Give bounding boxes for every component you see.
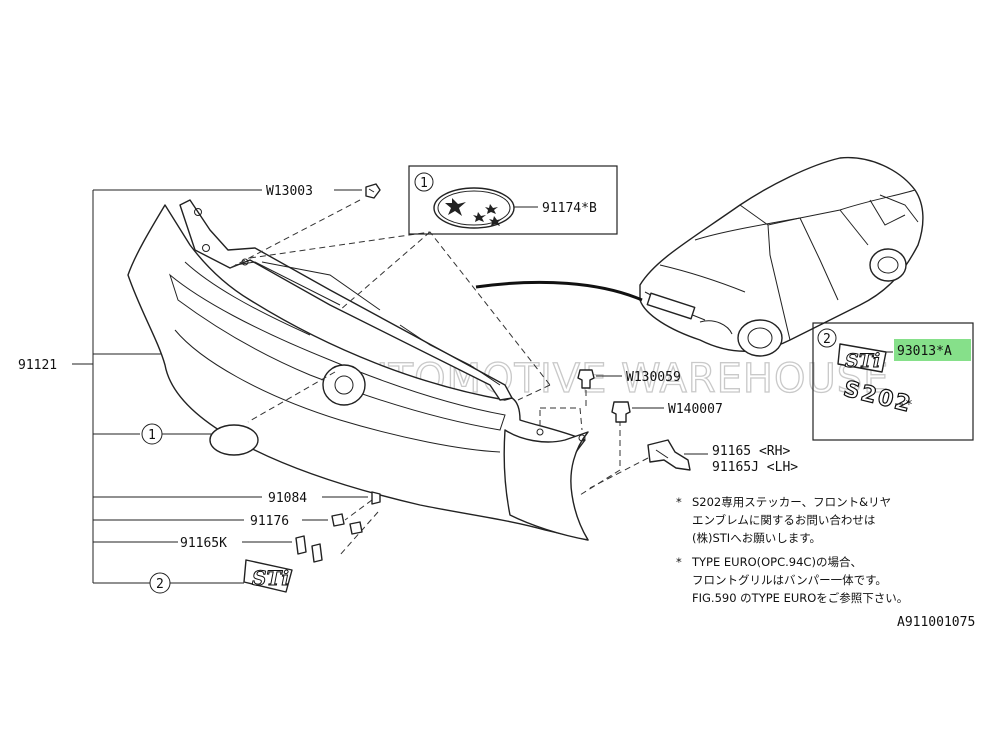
diagram-code: A911001075 [897, 615, 975, 630]
car-illustration [639, 156, 924, 357]
part-91176 [331, 513, 363, 535]
label-w130059: W130059 [626, 370, 681, 385]
svg-text:1: 1 [148, 428, 156, 443]
label-star: * [905, 398, 913, 413]
svg-text:*: * [676, 495, 682, 509]
clip-w140007 [611, 401, 631, 423]
note1-line1: S202専用ステッカー、フロント&リヤ [692, 495, 891, 509]
sti-emblem-grille: STi [243, 559, 293, 593]
front-grille-assembly [127, 199, 589, 541]
callout-2-left: 2 [149, 572, 171, 594]
label-91084: 91084 [268, 491, 307, 506]
front-emblem-oval [209, 424, 259, 456]
grille-side-flange [503, 429, 589, 541]
note2-line3: FIG.590 のTYPE EUROをご参照下さい。 [692, 591, 908, 605]
sti-emblem-rear: STi [837, 343, 887, 373]
callout-1-left: 1 [141, 423, 163, 445]
subaru-emblem [433, 187, 515, 229]
part-91165k [295, 535, 323, 563]
label-w140007: W140007 [668, 402, 723, 417]
note1-line3: (株)STIへお願いします。 [692, 531, 821, 545]
label-91121: 91121 [18, 358, 57, 373]
grille-emblem-recess [322, 364, 366, 406]
label-93013a: 93013*A [897, 344, 952, 359]
svg-text:STi: STi [845, 350, 880, 372]
assembly-dashes [229, 199, 649, 556]
clip-w13003 [365, 183, 381, 199]
leader-bracket [72, 189, 262, 584]
label-91165j-lh: 91165J <LH> [712, 460, 798, 475]
note2-line1: TYPE EURO(OPC.94C)の場合、 [691, 555, 862, 569]
svg-text:STi: STi [252, 566, 289, 590]
note2-line2: フロントグリルはバンパー一体です。 [692, 573, 887, 587]
svg-text:2: 2 [156, 577, 164, 592]
svg-text:1: 1 [420, 176, 428, 191]
label-91165-rh: 91165 <RH> [712, 444, 790, 459]
note1-line2: エンブレムに関するお問い合わせは [692, 513, 875, 527]
svg-text:2: 2 [823, 332, 831, 347]
clip-w130059 [577, 369, 595, 389]
label-91176: 91176 [250, 514, 289, 529]
svg-text:*: * [676, 555, 682, 569]
label-91174b: 91174*B [542, 201, 597, 216]
notes: * S202専用ステッカー、フロント&リヤ エンブレムに関するお問い合わせは (… [676, 495, 908, 605]
label-w13003: W13003 [266, 184, 313, 199]
label-91165k: 91165K [180, 536, 227, 551]
grille-upper-bar [179, 199, 513, 401]
car-pointer-line [475, 280, 643, 302]
clip-91084 [371, 491, 381, 505]
detail-box-1: 1 91174*B [408, 165, 618, 235]
bracket-91165 [647, 439, 691, 471]
highlight-93013a [894, 339, 971, 361]
